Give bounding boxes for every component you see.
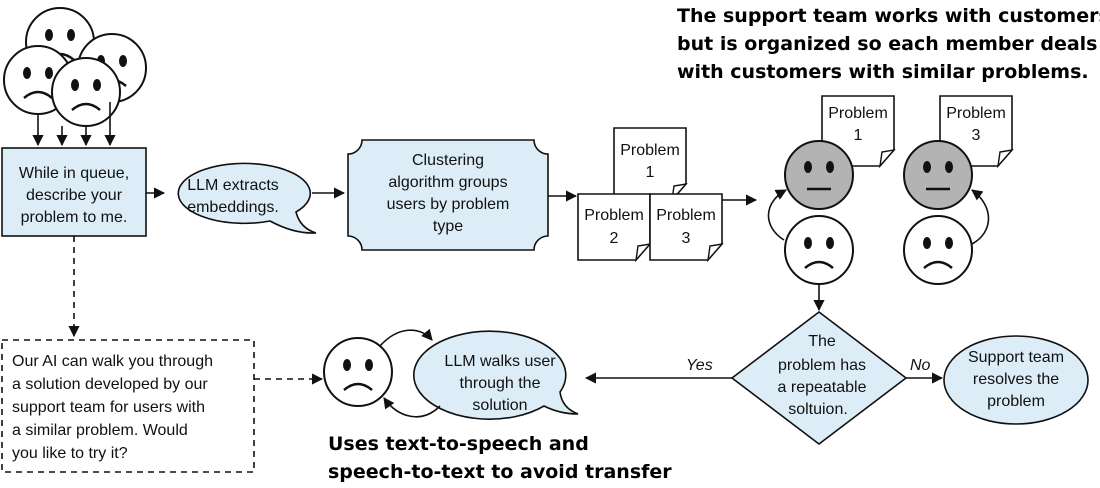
doc1-line: Problem (620, 142, 680, 159)
offer-box-line: a similar problem. Would (12, 422, 188, 439)
doc3-line: Problem (656, 207, 716, 224)
cycle-arrow (379, 328, 433, 347)
neutral-face-icon (784, 140, 854, 210)
sad-face-icon (784, 215, 854, 285)
watermark: 掘金技术社区 @ 数据智能老司机 (724, 449, 1017, 473)
tts-note-line: Uses text-to-speech and (328, 433, 589, 455)
offer-box-line: support team for users with (12, 399, 205, 416)
doc1-line: 1 (646, 164, 655, 181)
sad-face-icon (323, 337, 393, 407)
cluster-box: Clustering algorithm groups users by pro… (347, 139, 549, 251)
decision-line: soltuion. (788, 401, 848, 418)
llm-walk-line: solution (472, 397, 527, 414)
llm-extract-line: LLM extracts (187, 177, 279, 194)
offer-box: Our AI can walk you through a solution d… (1, 339, 255, 473)
neutral-face-icon (903, 140, 973, 210)
doc3-line: 3 (682, 230, 691, 247)
cycle-arrow (971, 189, 990, 245)
queue-box-line: While in queue, (19, 165, 129, 182)
decision-line: The (808, 333, 836, 350)
offer-box-line: you like to try it? (12, 445, 128, 462)
offer-box-line: a solution developed by our (12, 376, 208, 393)
cycle-arrow (383, 397, 441, 418)
customer-crowd (3, 7, 147, 127)
support-team-line: Support team (968, 349, 1064, 366)
team-doc3-line: 3 (972, 127, 981, 144)
doc2-line: Problem (584, 207, 644, 224)
tts-note-line: speech-to-text to avoid transfer (328, 461, 672, 483)
team-doc1-line: Problem (828, 105, 888, 122)
document-icon: Problem 2 (577, 193, 652, 263)
document-icon: Problem 3 (649, 193, 724, 263)
llm-walk-line: LLM walks user (444, 353, 556, 370)
header-note-line: but is organized so each member deals (677, 33, 1097, 55)
team-doc1-line: 1 (854, 127, 863, 144)
team-doc3-line: Problem (946, 105, 1006, 122)
header-note-line: The support team works with customers (677, 5, 1100, 27)
queue-box: While in queue, describe your problem to… (1, 147, 147, 237)
speech-bubble-icon (177, 162, 317, 234)
cycle-arrow (767, 189, 787, 241)
decision-line: a repeatable (778, 379, 867, 396)
support-team-ellipse: Support team resolves the problem (943, 335, 1089, 425)
crowd-arrows (32, 102, 116, 147)
no-label: No (910, 357, 931, 374)
sad-face-icon (903, 215, 973, 285)
decision-line: problem has (778, 357, 866, 374)
document-icon: Problem 1 (613, 127, 688, 203)
doc2-line: 2 (610, 230, 619, 247)
decision-diamond: The problem has a repeatable soltuion. (730, 310, 908, 446)
offer-box-line: Our AI can walk you through (12, 353, 213, 370)
cluster-box-line: type (433, 218, 463, 235)
llm-walk-line: through the (460, 375, 541, 392)
cluster-box-line: algorithm groups (388, 174, 507, 191)
llm-extract-bubble: LLM extracts embeddings. (177, 162, 317, 234)
header-note-line: with customers with similar problems. (677, 61, 1089, 83)
queue-box-line: describe your (26, 187, 123, 204)
header-note: The support team works with customers bu… (677, 5, 1100, 83)
support-team-line: problem (987, 393, 1045, 410)
cluster-box-line: Clustering (412, 152, 484, 169)
tts-note: Uses text-to-speech and speech-to-text t… (328, 433, 672, 483)
llm-extract-line: embeddings. (187, 199, 279, 216)
queue-box-line: problem to me. (21, 209, 128, 226)
yes-label: Yes (686, 357, 713, 374)
support-team-line: resolves the (973, 371, 1059, 388)
cluster-box-line: users by problem (387, 196, 510, 213)
llm-walk-bubble: LLM walks user through the solution (412, 330, 579, 420)
speech-bubble-icon (412, 330, 579, 420)
